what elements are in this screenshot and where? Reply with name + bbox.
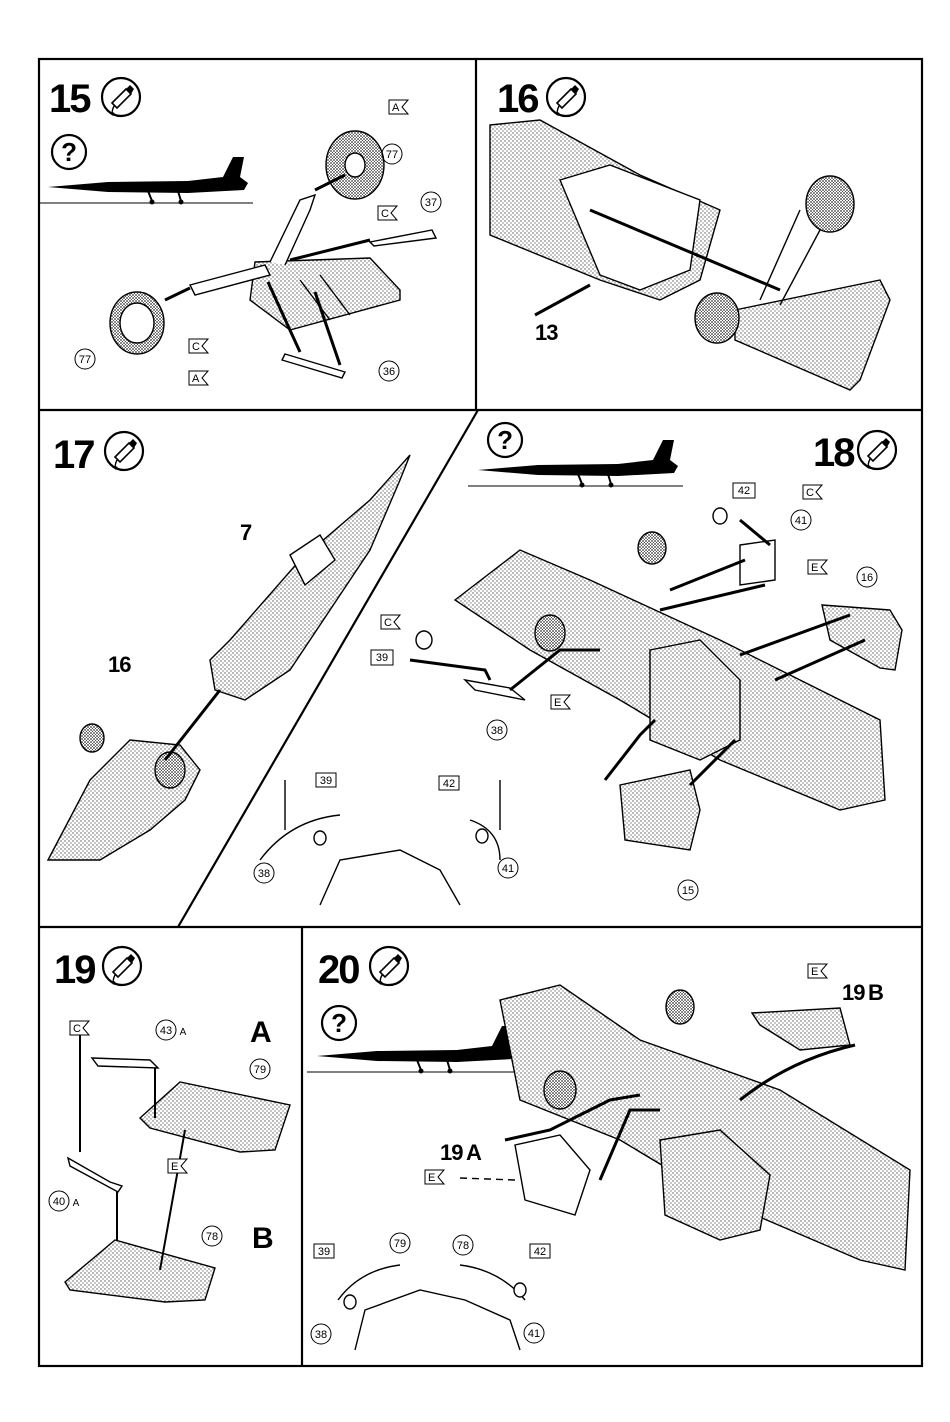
part-label: 7 xyxy=(240,520,252,545)
flag-label: E xyxy=(554,697,561,709)
part-number: 41 xyxy=(528,1328,540,1340)
step-17: 17 7 16 xyxy=(48,432,410,860)
part-number: 79 xyxy=(394,1238,406,1250)
callout-letter: B xyxy=(868,980,883,1005)
part-number: 39 xyxy=(318,1246,330,1258)
fuselage-drawing xyxy=(490,120,890,390)
nose-section-drawing xyxy=(48,455,410,860)
part-number: 39 xyxy=(376,652,388,664)
step-20: 20 E E 19 xyxy=(307,947,910,1350)
flag-label: E xyxy=(811,562,818,574)
part-number: 42 xyxy=(443,778,455,790)
detail-inset xyxy=(338,1265,526,1350)
part-number: 77 xyxy=(79,354,91,366)
part-number: 78 xyxy=(206,1231,218,1243)
callout-number: 19 xyxy=(842,980,865,1005)
part-number: 43 xyxy=(160,1025,172,1037)
variant-label: A xyxy=(250,1016,272,1049)
step-16: 16 13 xyxy=(490,77,890,390)
detail-inset xyxy=(260,780,500,905)
part-number: 15 xyxy=(682,885,694,897)
glue-tube-icon xyxy=(370,947,408,985)
part-number: 38 xyxy=(315,1329,327,1341)
flag-label: E xyxy=(811,966,818,978)
part-label: 16 xyxy=(108,652,131,677)
part-number: 79 xyxy=(254,1064,266,1076)
fuselage-drawing xyxy=(500,985,910,1270)
canopy-parts-drawing xyxy=(65,1058,290,1302)
part-number: 41 xyxy=(795,515,807,527)
flag-label: E xyxy=(171,1161,178,1173)
step-18: 18 xyxy=(254,423,902,905)
landing-gear-drawing xyxy=(110,131,436,378)
glue-tube-icon xyxy=(105,432,143,470)
flag-label: C xyxy=(384,617,392,629)
part-number: 40 xyxy=(53,1196,65,1208)
flag-label: C xyxy=(381,208,389,220)
glue-tube-icon xyxy=(547,78,585,116)
flag-label: A xyxy=(392,102,400,114)
step-20-number: 20 xyxy=(318,948,359,992)
part-suffix: A xyxy=(73,1198,80,1209)
step-19: 19 A B C E 43 79 xyxy=(49,947,290,1302)
step-19-number: 19 xyxy=(54,948,95,992)
flag-label: E xyxy=(428,1172,435,1184)
callout-number: 19 xyxy=(440,1140,463,1165)
part-number: 38 xyxy=(491,725,503,737)
assembly-arrow xyxy=(165,690,220,760)
part-label: 13 xyxy=(535,320,558,345)
part-number: 42 xyxy=(534,1246,546,1258)
glue-tube-icon xyxy=(102,78,140,116)
flag-label: C xyxy=(192,341,200,353)
assembly-arrows xyxy=(80,1035,185,1270)
step-17-number: 17 xyxy=(53,433,94,477)
part-number: 41 xyxy=(502,863,514,875)
part-number: 78 xyxy=(457,1240,469,1252)
step-18-number: 18 xyxy=(813,431,855,475)
part-number: 77 xyxy=(386,149,398,161)
question-icon xyxy=(488,423,522,457)
part-number: 16 xyxy=(861,572,873,584)
question-icon xyxy=(322,1006,356,1040)
step-15-number: 15 xyxy=(49,77,91,121)
step-15: 15 A C C xyxy=(38,77,441,385)
flag-label: A xyxy=(192,373,200,385)
part-suffix: A xyxy=(180,1027,187,1038)
part-number: 38 xyxy=(258,868,270,880)
part-number: 39 xyxy=(320,775,332,787)
question-icon xyxy=(52,135,86,169)
part-number: 37 xyxy=(425,197,437,209)
step-16-number: 16 xyxy=(497,77,538,121)
glue-tube-icon xyxy=(858,431,896,469)
flag-label: C xyxy=(73,1023,81,1035)
part-number: 42 xyxy=(738,485,750,497)
flag-label: C xyxy=(806,487,814,499)
part-number: 36 xyxy=(383,366,395,378)
callout-letter: A xyxy=(466,1140,482,1165)
glue-tube-icon xyxy=(103,947,141,985)
variant-label: B xyxy=(252,1222,274,1255)
